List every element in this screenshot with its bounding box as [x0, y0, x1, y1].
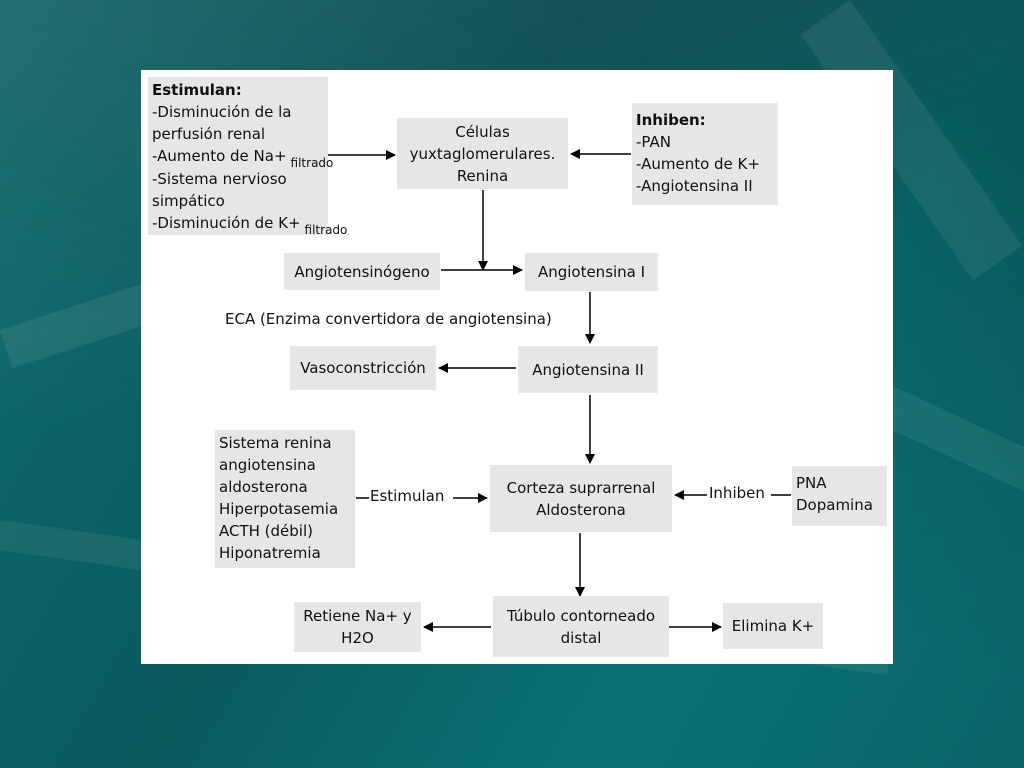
adrenal-stimuli-line: aldosterona — [219, 478, 308, 496]
eliminates-label: Elimina K+ — [731, 617, 815, 635]
inhibitors-line: -Aumento de K+ — [636, 155, 760, 173]
inhibitors-line: -Angiotensina II — [636, 177, 753, 195]
inhibit-label: Inhiben — [709, 484, 765, 502]
angiotensinogen-label: Angiotensinógeno — [294, 262, 430, 281]
cells-line: yuxtaglomerulares. — [409, 144, 556, 163]
cells-box: Células yuxtaglomerulares. Renina — [397, 118, 568, 189]
adrenal-inhibitors-box: PNA Dopamina — [792, 466, 887, 526]
tubule-line: Túbulo contorneado — [506, 606, 656, 625]
stimulators-line: simpático — [152, 192, 225, 210]
stimulators-title: Estimulan: — [152, 81, 242, 99]
adrenal-stimuli-line: Sistema renina — [219, 434, 332, 452]
vasoconstriction-box: Vasoconstricción — [290, 346, 436, 390]
angiotensin1-box: Angiotensina I — [525, 253, 658, 291]
cortex-box: Corteza suprarrenal Aldosterona — [490, 465, 672, 532]
adrenal-inhibitors-line: Dopamina — [796, 496, 873, 514]
stimulators-box: Estimulan: -Disminución de la perfusión … — [148, 77, 347, 237]
adrenal-stimuli-line: Hiponatremia — [219, 544, 321, 562]
vasoconstriction-label: Vasoconstricción — [300, 359, 426, 377]
flow-arrows — [327, 149, 791, 632]
inhibitors-title: Inhiben: — [636, 111, 706, 129]
retains-line: H2O — [341, 629, 374, 647]
angiotensin2-label: Angiotensina II — [532, 360, 644, 379]
stimulators-na-text: -Aumento de Na+ — [152, 147, 287, 165]
retains-line: Retiene Na+ y — [303, 607, 412, 625]
eliminates-box: Elimina K+ — [723, 603, 823, 649]
stimulators-line: perfusión renal — [152, 125, 266, 143]
inhibitors-box: Inhiben: -PAN -Aumento de K+ -Angiotensi… — [632, 103, 778, 205]
stimulators-na-sub: filtrado — [290, 156, 334, 170]
stimulators-k-text: -Disminución de K+ — [152, 214, 301, 232]
stimulators-k-sub: filtrado — [304, 223, 348, 237]
retains-box: Retiene Na+ y H2O — [294, 602, 421, 652]
angiotensinogen-box: Angiotensinógeno — [284, 253, 440, 290]
stimulators-line: -Sistema nervioso — [152, 170, 287, 188]
adrenal-stimuli-box: Sistema renina angiotensina aldosterona … — [215, 430, 355, 568]
cells-line: Células — [455, 122, 510, 141]
cortex-line: Aldosterona — [536, 500, 626, 519]
stimulators-line: -Aumento de Na+filtrado — [152, 145, 333, 170]
cells-line: Renina — [456, 166, 509, 185]
adrenal-stimuli-line: ACTH (débil) — [219, 522, 313, 540]
adrenal-stimuli-line: Hiperpotasemia — [219, 500, 339, 518]
adrenal-stimuli-line: angiotensina — [219, 456, 316, 474]
stimulators-line: -Disminución de la — [152, 103, 292, 121]
eca-label: ECA (Enzima convertidora de angiotensina… — [225, 310, 552, 328]
angiotensin2-box: Angiotensina II — [518, 346, 658, 393]
stimulate-label: Estimulan — [370, 487, 445, 505]
stimulators-line: -Disminución de K+filtrado — [152, 212, 347, 237]
tubule-line: distal — [560, 628, 602, 647]
tubule-box: Túbulo contorneado distal — [493, 596, 669, 657]
adrenal-inhibitors-line: PNA — [796, 474, 827, 492]
angiotensin1-label: Angiotensina I — [537, 263, 646, 281]
diagram-canvas: Estimulan: -Disminución de la perfusión … — [141, 70, 893, 664]
inhibitors-line: -PAN — [636, 133, 671, 151]
cortex-line: Corteza suprarrenal — [506, 478, 656, 497]
